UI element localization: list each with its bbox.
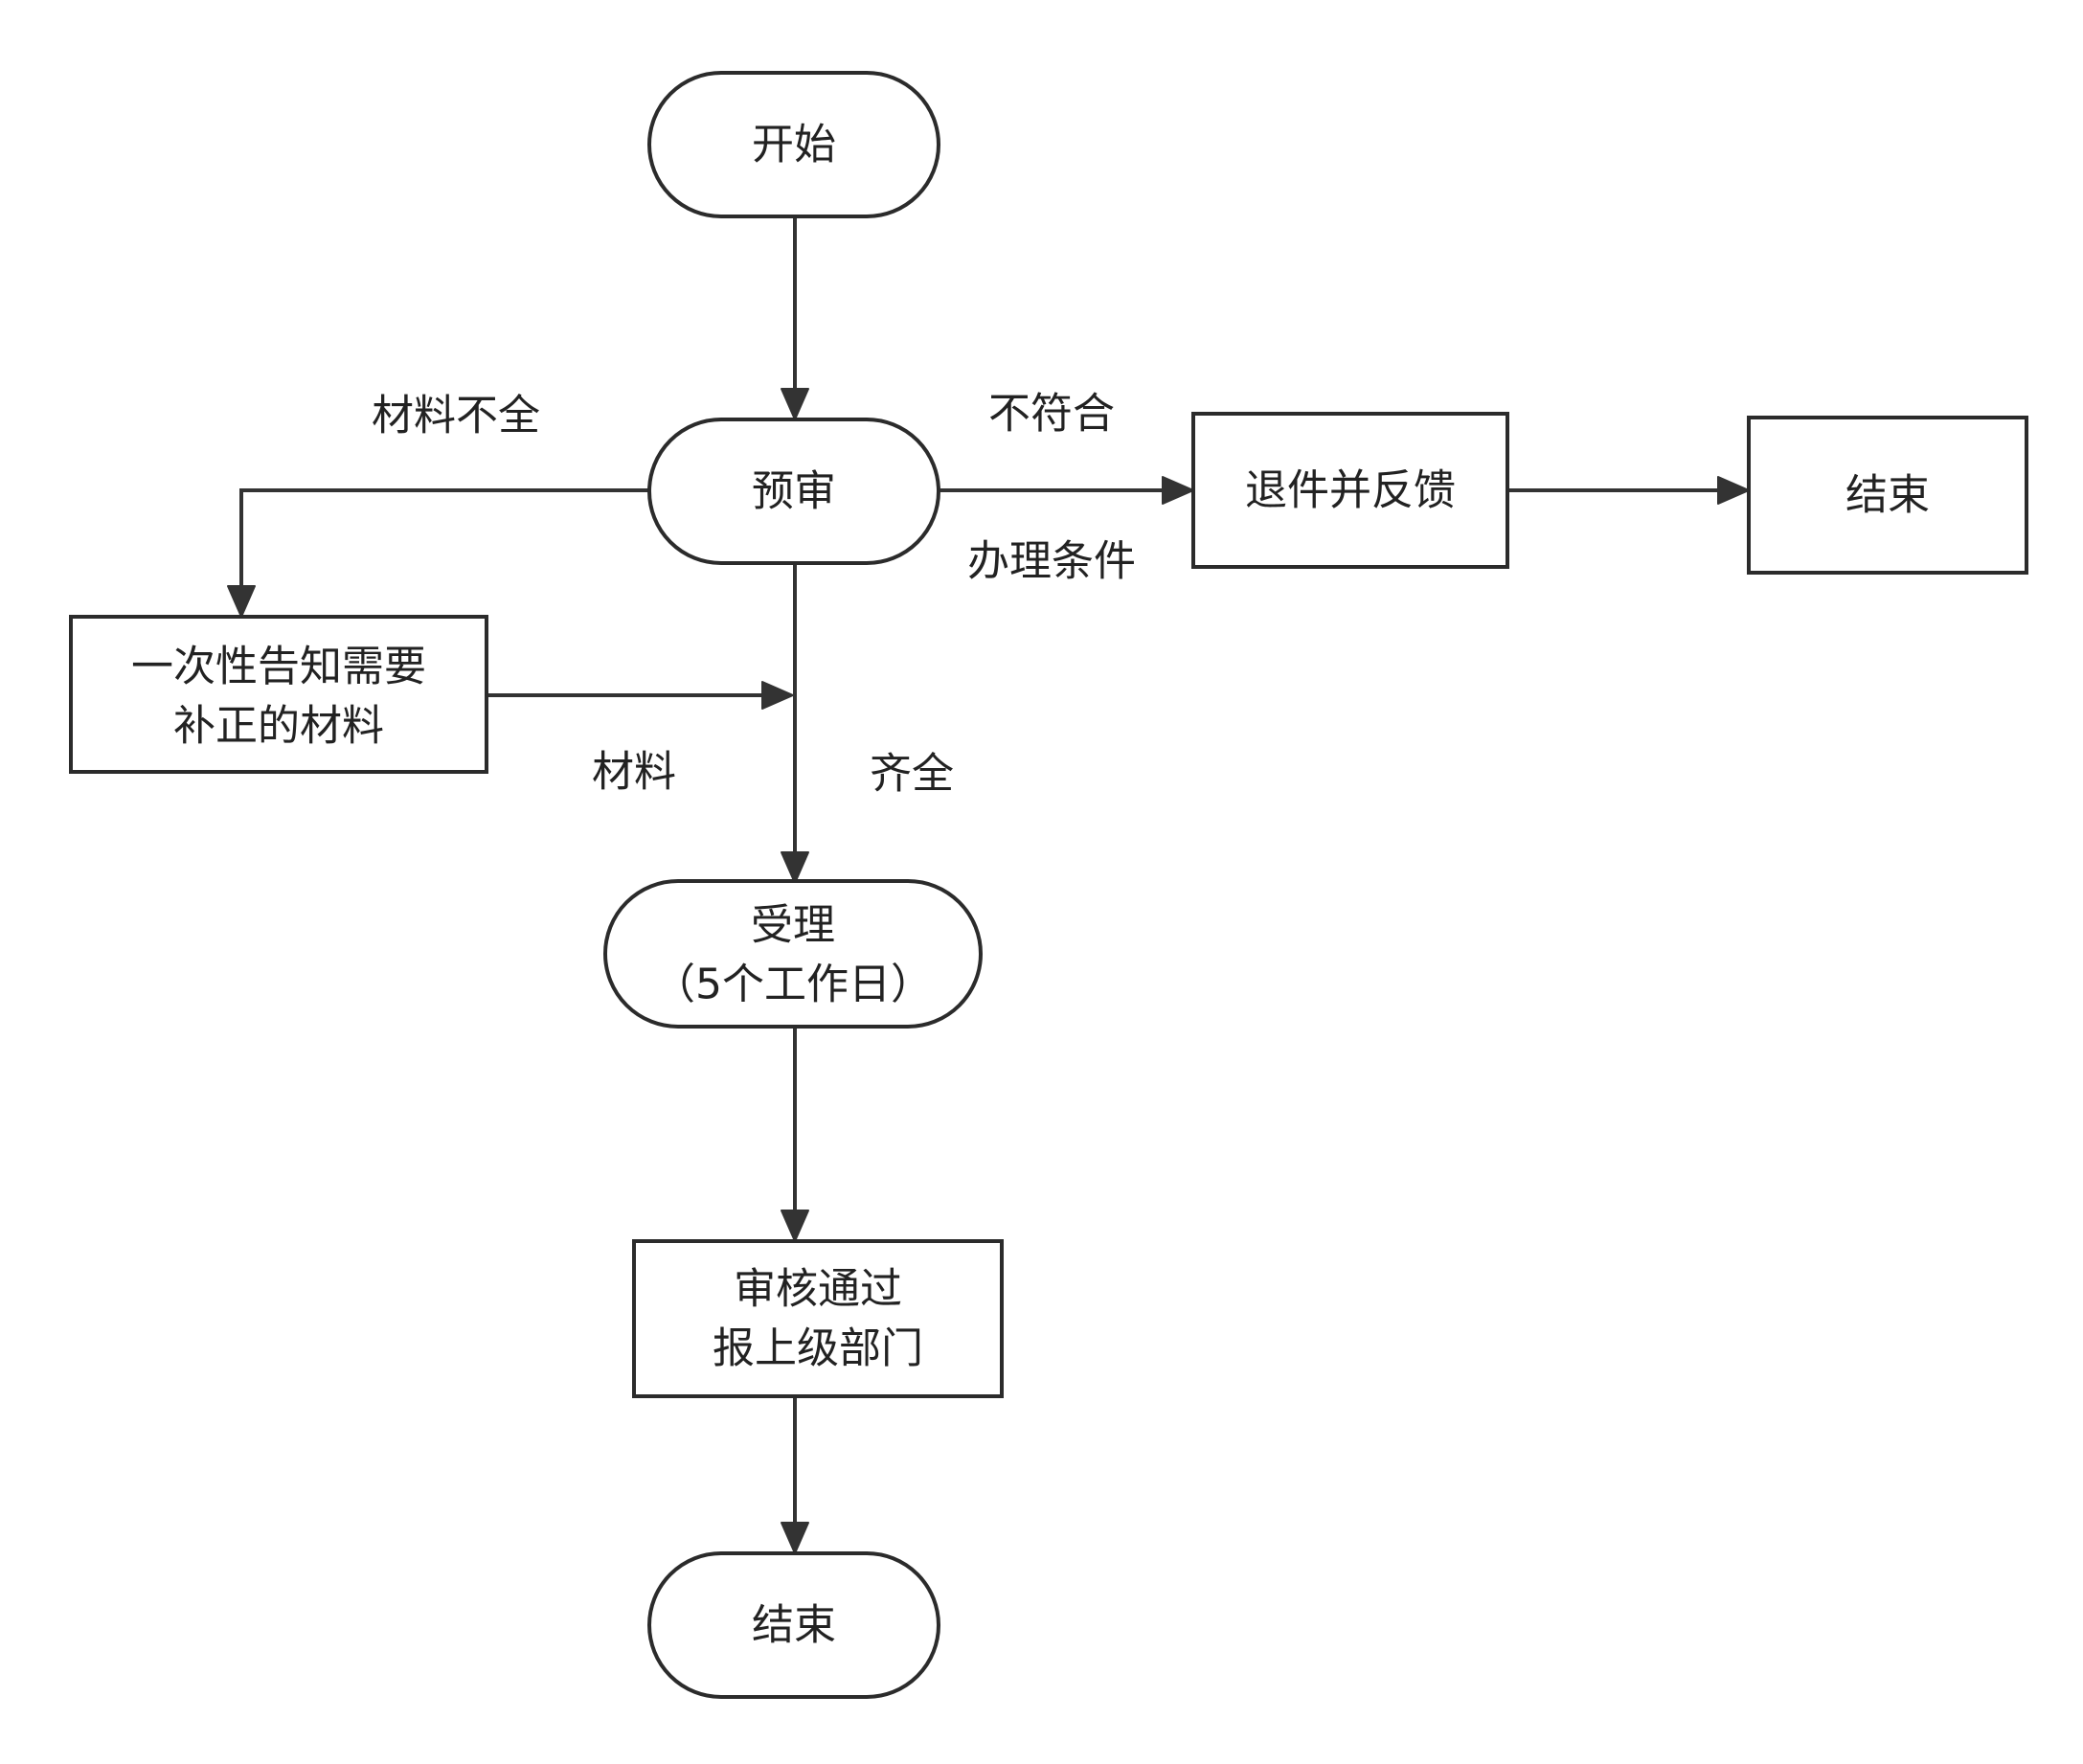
node-approved-report-line-2: 报上级部门 xyxy=(713,1324,923,1373)
arrowhead-icon xyxy=(761,681,794,710)
node-end-bottom: 结束 xyxy=(647,1551,940,1699)
edges xyxy=(227,218,1750,1554)
arrowhead-icon xyxy=(227,585,256,618)
node-end-bottom-label: 结束 xyxy=(752,1601,836,1650)
edge-label-materials: 材料 xyxy=(592,748,676,797)
node-notify-supplement: 一次性告知需要 补正的材料 xyxy=(69,615,488,774)
arrowhead-icon xyxy=(781,388,809,420)
node-notify-supplement-line-1: 一次性告知需要 xyxy=(131,643,426,691)
node-start-label: 开始 xyxy=(752,121,836,170)
node-approved-report: 审核通过 报上级部门 xyxy=(632,1239,1004,1398)
node-return-feedback: 退件并反馈 xyxy=(1191,412,1509,569)
edge-label-complete: 齐全 xyxy=(870,750,954,799)
node-return-feedback-label: 退件并反馈 xyxy=(1245,466,1456,515)
node-end-right-label: 结束 xyxy=(1845,471,1930,520)
node-accept-line-1: 受理 xyxy=(751,901,835,950)
arrowhead-icon xyxy=(1717,476,1750,505)
node-accept: 受理 （5个工作日） xyxy=(603,879,983,1029)
node-end-right: 结束 xyxy=(1747,416,2028,575)
node-notify-supplement-line-2: 补正的材料 xyxy=(173,702,384,751)
node-pre-review-label: 预审 xyxy=(752,467,836,516)
arrowhead-icon xyxy=(781,851,809,884)
node-accept-line-2: （5个工作日） xyxy=(653,961,933,1009)
arrowhead-icon xyxy=(781,1210,809,1242)
node-start: 开始 xyxy=(647,71,940,218)
arrowhead-icon xyxy=(781,1522,809,1554)
arrowhead-icon xyxy=(1162,476,1194,505)
edge-label-conditions: 办理条件 xyxy=(967,537,1136,586)
edge-label-not-meet: 不符合 xyxy=(988,390,1115,439)
edge-label-incomplete: 材料不全 xyxy=(372,392,540,441)
node-approved-report-line-1: 审核通过 xyxy=(734,1265,902,1314)
edge-labels: 材料不全 不符合 办理条件 材料 齐全 xyxy=(372,390,1136,799)
edge-pre-review-to-notify xyxy=(239,488,649,590)
node-pre-review: 预审 xyxy=(647,418,940,565)
